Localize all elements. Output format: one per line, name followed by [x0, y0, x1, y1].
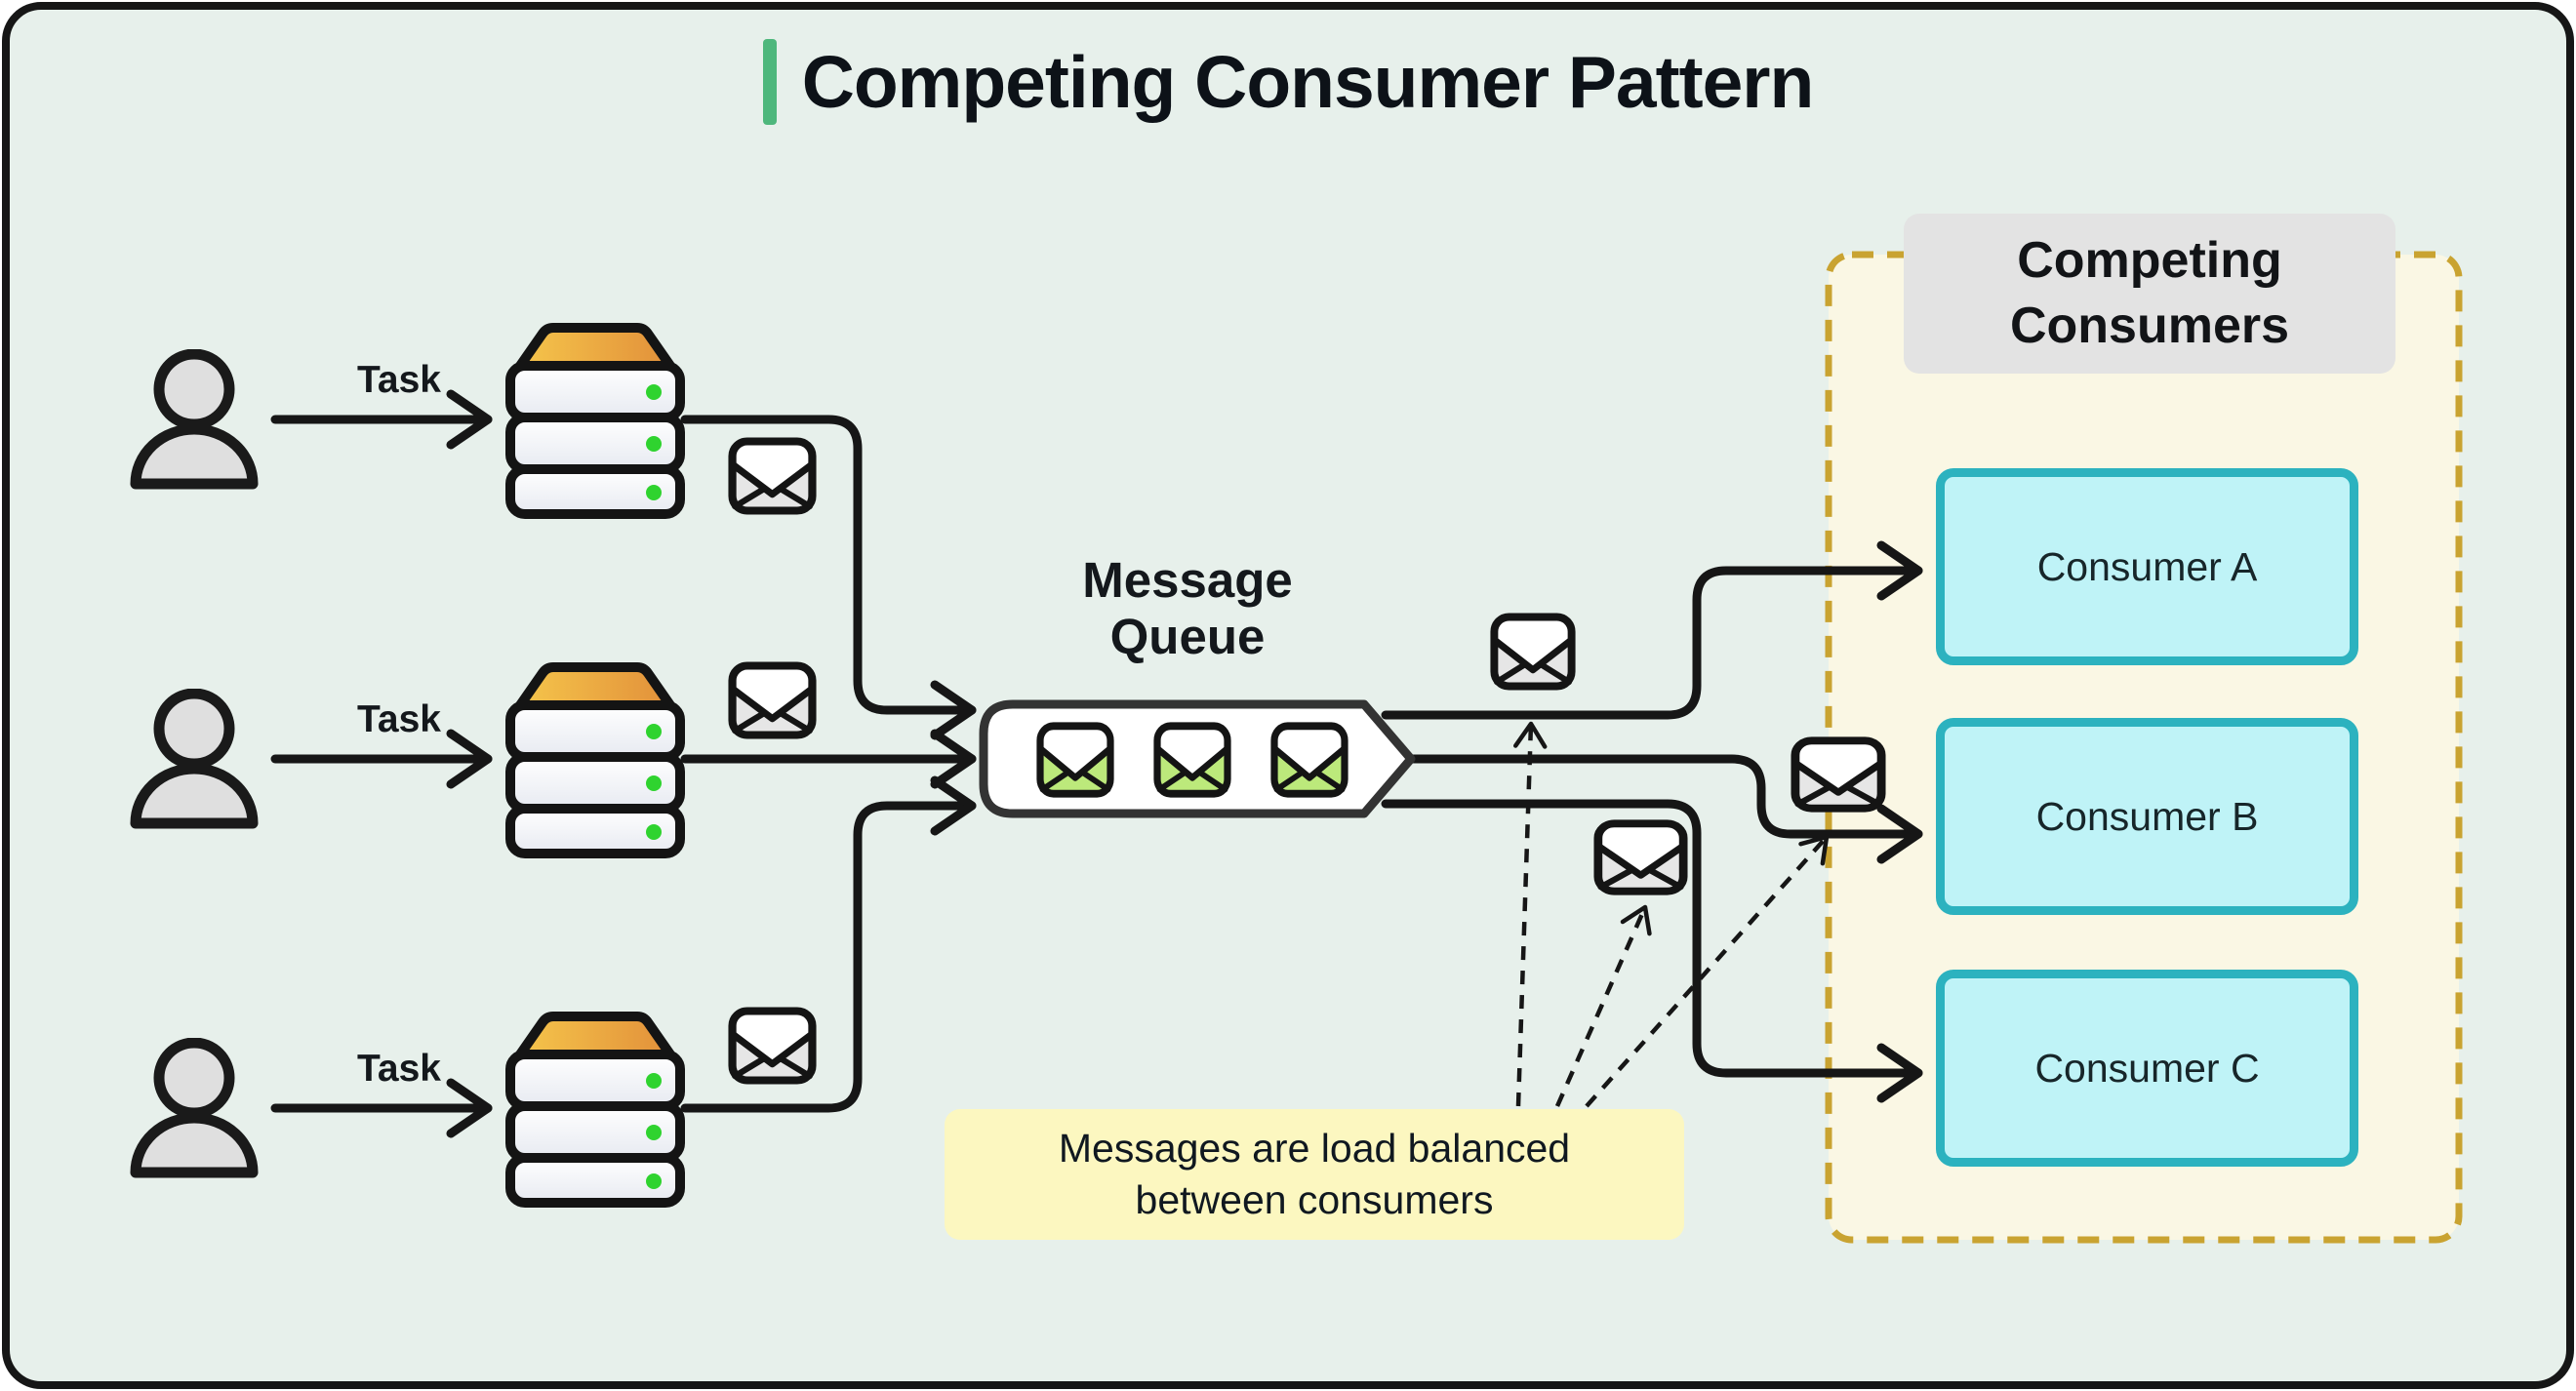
message-envelope-icon	[728, 661, 817, 739]
task-label-3: Task	[357, 1048, 441, 1090]
queued-message-icon	[1036, 722, 1114, 798]
title-bar: Competing Consumer Pattern	[0, 39, 2576, 125]
consumer-a-label: Consumer A	[2036, 543, 2258, 589]
message-envelope-icon	[728, 1007, 817, 1085]
note-pointer-dashed-arrow-2	[1554, 904, 1652, 1107]
deliver-arrow-consumer-c	[1381, 799, 1923, 1103]
server-stack-icon	[503, 659, 688, 858]
title-accent-bar	[762, 39, 777, 125]
message-envelope-icon	[728, 437, 817, 515]
consumer-c-label: Consumer C	[2034, 1045, 2260, 1091]
server-stack-icon	[503, 320, 688, 519]
deliver-arrow-consumer-a	[1381, 540, 1923, 720]
note-pointer-dashed-arrow-1	[1512, 721, 1548, 1107]
task-label-1: Task	[357, 359, 441, 401]
server-stack-icon	[503, 1009, 688, 1208]
consumer-b-node: Consumer B	[1936, 718, 2358, 915]
queued-message-icon	[1270, 722, 1348, 798]
consumer-c-node: Consumer C	[1936, 970, 2358, 1167]
user-icon	[125, 1038, 263, 1178]
load-balance-note: Messages are load balanced between consu…	[945, 1109, 1684, 1240]
competing-consumers-label: Competing Consumers	[1904, 214, 2395, 374]
in-flight-message-icon-c	[1593, 819, 1688, 895]
consumer-a-node: Consumer A	[1936, 468, 2358, 665]
message-queue-label: Message Queue	[1082, 552, 1293, 665]
publish-arrow-1	[680, 415, 977, 740]
user-icon	[125, 689, 263, 829]
publish-arrow-3	[680, 775, 977, 1113]
note-pointer-dashed-arrow-3	[1585, 834, 1830, 1108]
deliver-arrow-consumer-b	[1404, 754, 1923, 864]
queued-message-icon	[1153, 722, 1231, 798]
user-icon	[125, 349, 263, 490]
task-label-2: Task	[357, 698, 441, 740]
in-flight-message-icon-a	[1490, 613, 1576, 691]
consumer-b-label: Consumer B	[2035, 793, 2259, 839]
page-title: Competing Consumer Pattern	[801, 41, 1815, 123]
in-flight-message-icon-b	[1791, 736, 1886, 813]
